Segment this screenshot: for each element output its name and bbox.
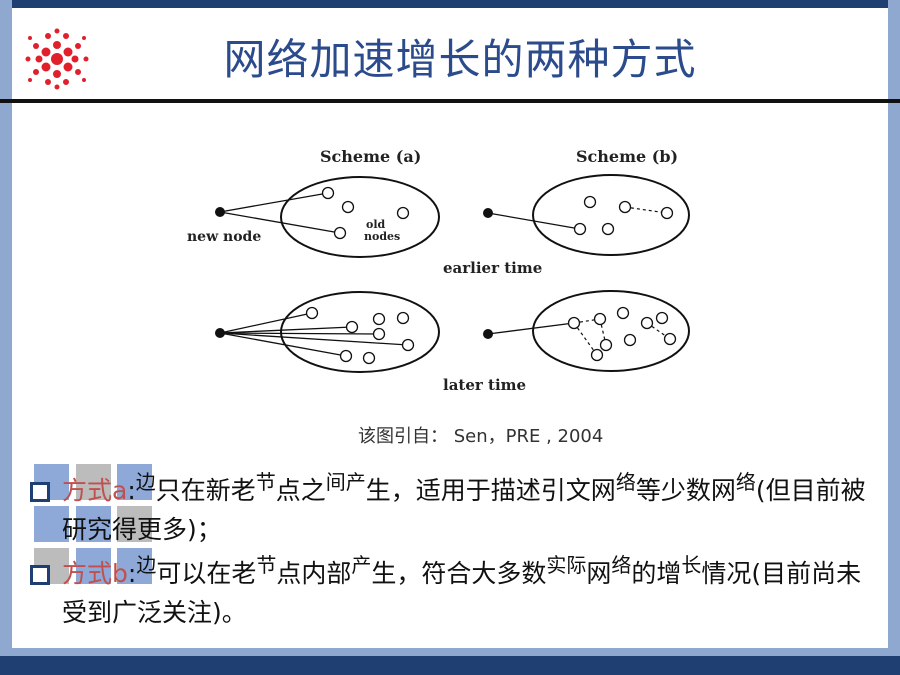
scheme-b-label: Scheme (b) [576,147,678,166]
frame-bottom-dark [0,656,900,675]
figure-citation: 该图引自： Sen，PRE , 2004 [358,426,604,447]
new-node-label: new node [187,229,261,245]
page-title: 网络加速增长的两种方式 [223,35,697,84]
text-fragment: 等少数网 [635,476,736,505]
text-fragment: 间产 [325,470,366,494]
text-fragment: 络 [735,470,756,494]
network-logo-icon [25,28,89,90]
new-node-b-earlier [483,208,493,218]
slide-background [12,8,888,648]
later-time-label: later time [443,376,526,394]
old-nodes-label-2: nodes [364,230,400,243]
title-divider [0,99,900,103]
text-fragment: 实际 [546,553,587,577]
ellipse-a-later [280,291,440,373]
text-fragment: 生，适用于描述引文网 [365,476,616,505]
ellipse-a-earlier [280,176,440,258]
text-fragment: 长 [681,553,702,577]
text-fragment: 边 [136,553,157,577]
square-bullet-icon [30,565,50,585]
text-fragment: 节 [256,553,277,577]
ellipse-b-later [532,290,690,372]
text-fragment: 生，符合大多数 [371,559,547,588]
new-node-a-later [215,328,225,338]
frame-top [0,0,900,8]
text-fragment: 节 [255,470,276,494]
new-node-b-later [483,329,493,339]
bullet-scheme-b: 方式b:边可以在老节点内部产生，符合大多数实际网络的增长情况(目前尚未受到广泛关… [30,553,870,632]
frame-right [888,0,900,675]
bullet-label: 方式a [62,476,128,505]
text-fragment: (但目前被研究得更多)； [62,476,866,544]
bullet-colon: : [127,476,136,505]
frame-left [0,0,12,675]
text-fragment: 可以在老 [156,559,257,588]
text-fragment: 点内部 [276,559,352,588]
bullet-colon: : [127,559,137,588]
square-bullet-icon [30,482,50,502]
text-fragment: 络 [615,470,636,494]
text-fragment: 点之 [275,476,326,505]
ellipse-b-earlier [532,174,690,256]
text-fragment: 络 [611,553,632,577]
bullet-label: 方式b [62,559,128,588]
bullet-scheme-a: 方式a:边只在新老节点之间产生，适用于描述引文网络等少数网络(但目前被研究得更多… [30,470,870,549]
text-fragment: 只在新老 [155,476,256,505]
network-growth-figure: Scheme (a) Scheme (b) new node old nodes… [187,147,690,394]
scheme-a-label: Scheme (a) [320,147,421,166]
earlier-time-label: earlier time [443,259,542,277]
old-nodes-label-1: old [366,218,386,231]
new-node-a-earlier [215,207,225,217]
text-fragment: 边 [135,470,156,494]
text-fragment: 情况(目前尚未受到广泛关注)。 [62,559,862,627]
bullet-list: 方式a:边只在新老节点之间产生，适用于描述引文网络等少数网络(但目前被研究得更多… [30,470,870,638]
text-fragment: 的增 [631,559,682,588]
text-fragment: 产 [351,553,372,577]
text-fragment: 网 [586,559,612,588]
